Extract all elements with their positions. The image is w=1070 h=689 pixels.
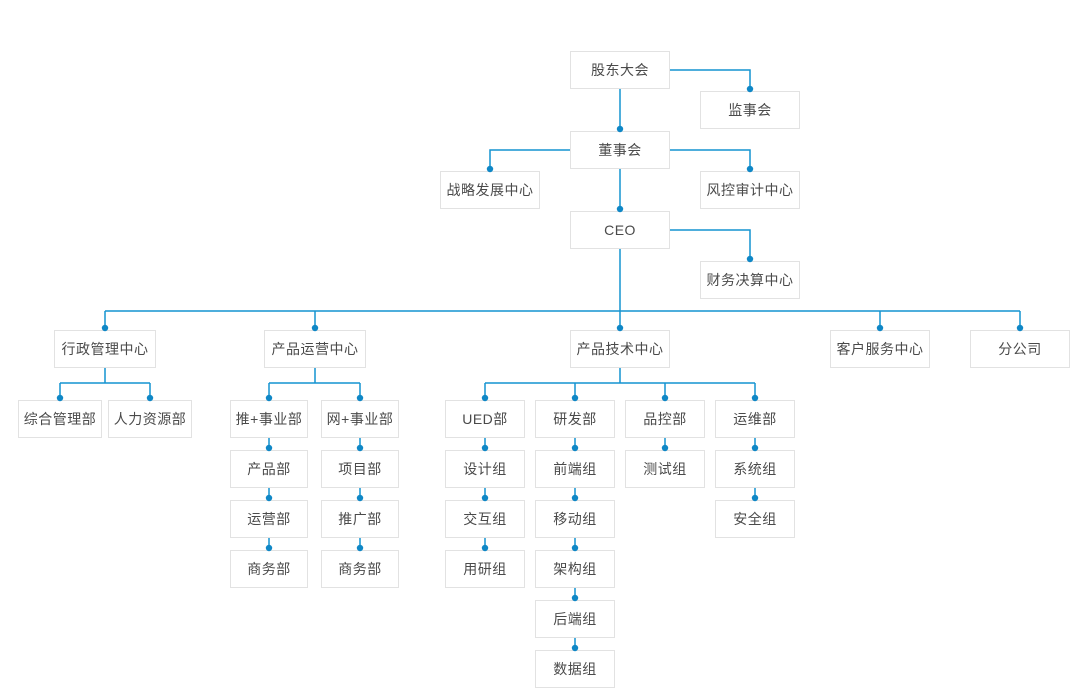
org-node-devops-dept[interactable]: 运维部 xyxy=(715,400,795,438)
org-node-promo-dept[interactable]: 推广部 xyxy=(321,500,399,538)
org-node-design-group[interactable]: 设计组 xyxy=(445,450,525,488)
org-node-risk-audit-center[interactable]: 风控审计中心 xyxy=(700,171,800,209)
org-node-rnd-dept[interactable]: 研发部 xyxy=(535,400,615,438)
org-node-testing-group[interactable]: 测试组 xyxy=(625,450,705,488)
org-node-product-ops-center[interactable]: 产品运营中心 xyxy=(264,330,366,368)
org-node-ued-dept[interactable]: UED部 xyxy=(445,400,525,438)
org-node-biz-dept-right[interactable]: 商务部 xyxy=(321,550,399,588)
org-node-supervisory-board[interactable]: 监事会 xyxy=(700,91,800,129)
org-node-ceo[interactable]: CEO xyxy=(570,211,670,249)
org-node-strategy-center[interactable]: 战略发展中心 xyxy=(440,171,540,209)
org-node-project-dept[interactable]: 项目部 xyxy=(321,450,399,488)
org-node-board-of-directors[interactable]: 董事会 xyxy=(570,131,670,169)
org-node-hr-dept[interactable]: 人力资源部 xyxy=(108,400,192,438)
org-node-mobile-group[interactable]: 移动组 xyxy=(535,500,615,538)
org-node-user-research-group[interactable]: 用研组 xyxy=(445,550,525,588)
org-node-general-mgmt-dept[interactable]: 综合管理部 xyxy=(18,400,102,438)
org-node-data-group[interactable]: 数据组 xyxy=(535,650,615,688)
org-node-customer-service-center[interactable]: 客户服务中心 xyxy=(830,330,930,368)
org-node-security-group[interactable]: 安全组 xyxy=(715,500,795,538)
org-node-branch-company[interactable]: 分公司 xyxy=(970,330,1070,368)
org-node-architecture-group[interactable]: 架构组 xyxy=(535,550,615,588)
org-node-finance-center[interactable]: 财务决算中心 xyxy=(700,261,800,299)
org-node-qc-dept[interactable]: 品控部 xyxy=(625,400,705,438)
org-node-system-group[interactable]: 系统组 xyxy=(715,450,795,488)
org-node-interaction-group[interactable]: 交互组 xyxy=(445,500,525,538)
org-node-biz-dept-left[interactable]: 商务部 xyxy=(230,550,308,588)
org-node-product-dept[interactable]: 产品部 xyxy=(230,450,308,488)
org-node-wang-division[interactable]: 网+事业部 xyxy=(321,400,399,438)
org-node-frontend-group[interactable]: 前端组 xyxy=(535,450,615,488)
org-node-product-tech-center[interactable]: 产品技术中心 xyxy=(570,330,670,368)
org-node-admin-center[interactable]: 行政管理中心 xyxy=(54,330,156,368)
org-node-ops-dept[interactable]: 运营部 xyxy=(230,500,308,538)
org-node-shareholders-meeting[interactable]: 股东大会 xyxy=(570,51,670,89)
org-node-tui-division[interactable]: 推+事业部 xyxy=(230,400,308,438)
org-node-backend-group[interactable]: 后端组 xyxy=(535,600,615,638)
